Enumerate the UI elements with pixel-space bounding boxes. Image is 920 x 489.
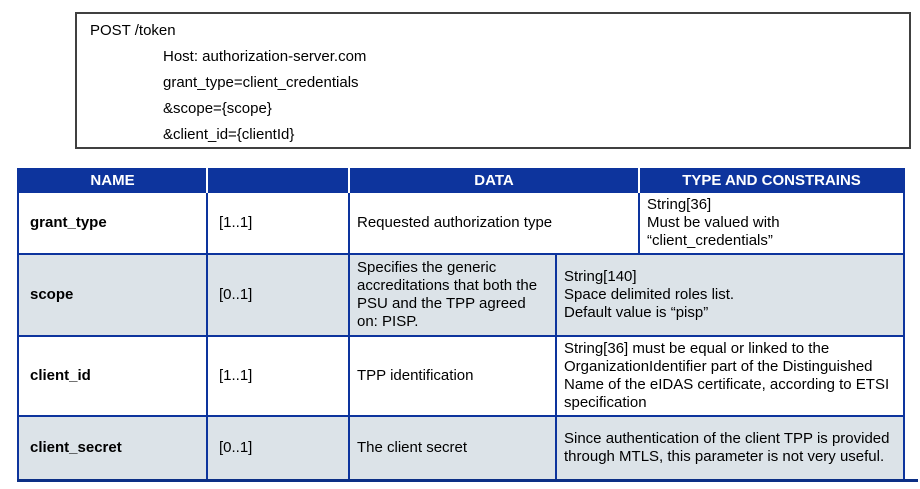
parameters-table: NAME DATA TYPE AND CONSTRAINS grant_type… bbox=[17, 168, 905, 479]
table-bottom-rule bbox=[17, 479, 918, 482]
param-name-cell: scope bbox=[19, 255, 208, 335]
type-constrains-cell: String[36] must be equal or linked to th… bbox=[564, 340, 890, 411]
type-constrains-cell: String[36] Must be valued with “client_c… bbox=[647, 196, 780, 249]
table-row-grant-type: grant_type [1..1] Requested authorizatio… bbox=[19, 193, 903, 253]
data-cell: Requested authorization type bbox=[350, 193, 640, 253]
header-name: NAME bbox=[19, 168, 208, 193]
request-grant-type-line: grant_type=client_credentials bbox=[163, 74, 359, 91]
cardinality-cell: [1..1] bbox=[208, 337, 350, 415]
table-row-client-id: client_id [1..1] TPP identification Stri… bbox=[19, 335, 903, 415]
data-cell: TPP identification bbox=[350, 337, 557, 415]
cardinality-cell: [1..1] bbox=[208, 193, 350, 253]
param-name-cell: client_secret bbox=[19, 417, 208, 479]
table-row-scope: scope [0..1] Specifies the generic accre… bbox=[19, 253, 903, 335]
table-header-row: NAME DATA TYPE AND CONSTRAINS bbox=[19, 168, 903, 193]
header-cardinality bbox=[208, 168, 350, 193]
header-data: DATA bbox=[350, 168, 640, 193]
header-type-and-constrains: TYPE AND CONSTRAINS bbox=[682, 171, 861, 189]
type-constrains-cell: Since authentication of the client TPP i… bbox=[564, 430, 890, 465]
request-host-line: Host: authorization-server.com bbox=[163, 48, 367, 65]
cardinality-cell: [0..1] bbox=[208, 255, 350, 335]
request-scope-line: &scope={scope} bbox=[163, 100, 272, 117]
type-constrains-cell: String[140] Space delimited roles list. … bbox=[564, 268, 735, 321]
request-line: POST /token bbox=[90, 22, 176, 39]
param-name-cell: client_id bbox=[19, 337, 208, 415]
param-name-cell: grant_type bbox=[19, 193, 208, 253]
cardinality-cell: [0..1] bbox=[208, 417, 350, 479]
request-client-id-line: &client_id={clientId} bbox=[163, 126, 295, 143]
table-row-client-secret: client_secret [0..1] The client secret S… bbox=[19, 415, 903, 479]
data-cell: The client secret bbox=[350, 417, 557, 479]
http-request-code-box: POST /token Host: authorization-server.c… bbox=[75, 12, 911, 149]
data-cell: Specifies the generic accreditations tha… bbox=[350, 255, 557, 335]
